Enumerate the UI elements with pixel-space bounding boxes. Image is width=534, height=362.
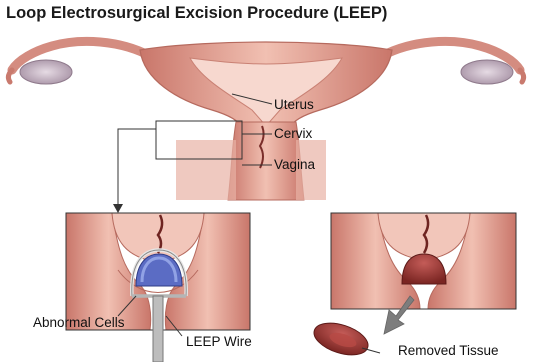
uterus-label: Uterus bbox=[274, 97, 314, 113]
leep-wire-label: LEEP Wire bbox=[186, 334, 252, 350]
removed-tissue-label: Removed Tissue bbox=[398, 343, 499, 359]
vagina-label: Vagina bbox=[274, 157, 315, 173]
zoom-arrowhead bbox=[113, 204, 123, 213]
left-ovary bbox=[20, 60, 72, 84]
zoom-connector bbox=[118, 129, 156, 206]
abnormal-cells-label: Abnormal Cells bbox=[33, 315, 125, 331]
leep-wire-handle bbox=[153, 296, 163, 362]
removed-tissue bbox=[310, 317, 380, 361]
cervix-label: Cervix bbox=[274, 126, 312, 142]
uterus-anatomy bbox=[8, 41, 523, 200]
right-ovary bbox=[461, 60, 513, 84]
post-excision-panel bbox=[331, 213, 516, 334]
